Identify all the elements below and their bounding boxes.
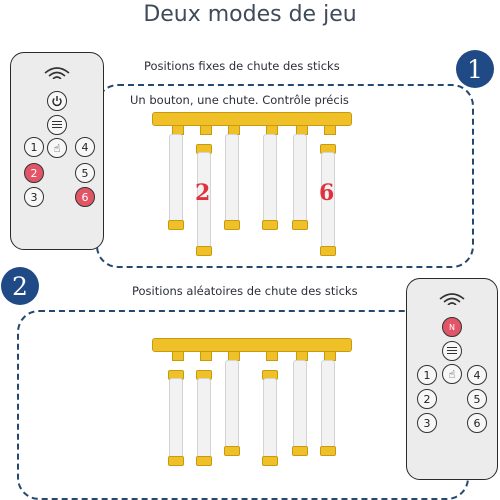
connector xyxy=(172,351,184,361)
remote1-button-5[interactable]: 5 xyxy=(75,163,95,183)
connector xyxy=(266,351,278,361)
remote-mode1: ☝ 1 4 2 5 3 6 xyxy=(10,52,104,250)
stick-cap xyxy=(196,246,212,256)
mode1-badge: 1 xyxy=(456,50,494,88)
hand-button[interactable]: ☝ xyxy=(47,138,67,158)
stick-assembly-mode2 xyxy=(150,338,355,468)
stick-cap xyxy=(168,220,184,230)
power-button[interactable] xyxy=(47,91,67,111)
page-title: Deux modes de jeu xyxy=(143,2,357,27)
stick-cap xyxy=(196,456,212,466)
stick xyxy=(293,134,307,222)
menu-icon xyxy=(443,346,461,355)
stick-cap xyxy=(320,246,336,256)
n-button[interactable]: N xyxy=(442,317,462,337)
mode1-subcaption: Un bouton, une chute. Contrôle précis xyxy=(128,93,351,107)
mode2-badge: 2 xyxy=(1,267,39,305)
stick-cap xyxy=(292,220,308,230)
menu-icon xyxy=(48,120,66,129)
rail-mode2 xyxy=(152,338,352,352)
stick-assembly-mode1: 2 6 xyxy=(150,112,355,262)
stick-cap xyxy=(168,456,184,466)
stick xyxy=(169,378,183,462)
menu-button[interactable] xyxy=(47,115,67,135)
stick xyxy=(169,134,183,222)
power-icon xyxy=(52,96,62,107)
stick xyxy=(197,378,211,462)
remote1-button-1[interactable]: 1 xyxy=(24,137,44,157)
remote2-button-4[interactable]: 4 xyxy=(467,365,487,385)
signal-icon xyxy=(44,67,70,79)
remote2-button-3[interactable]: 3 xyxy=(417,413,437,433)
stick xyxy=(321,360,335,450)
mode2-caption: Positions aléatoires de chute des sticks xyxy=(130,284,360,298)
stick-label-6: 6 xyxy=(319,180,335,206)
connector xyxy=(200,125,212,135)
remote2-button-2[interactable]: 2 xyxy=(417,389,437,409)
hand-button[interactable]: ☝ xyxy=(442,364,462,384)
stick xyxy=(225,360,239,450)
connector xyxy=(324,125,336,135)
remote1-button-2[interactable]: 2 xyxy=(24,163,44,183)
signal-icon xyxy=(439,293,465,305)
stick-cap xyxy=(292,446,308,456)
hand-icon: ☝ xyxy=(53,141,61,155)
stick xyxy=(263,378,277,462)
remote1-button-6[interactable]: 6 xyxy=(75,187,95,207)
hand-icon: ☝ xyxy=(448,367,456,381)
stick xyxy=(293,360,307,450)
remote2-button-1[interactable]: 1 xyxy=(417,365,437,385)
stick-cap xyxy=(262,220,278,230)
remote2-button-5[interactable]: 5 xyxy=(467,389,487,409)
rail-mode1 xyxy=(152,112,352,126)
stick-cap xyxy=(320,446,336,456)
stick xyxy=(225,134,239,222)
connector xyxy=(200,351,212,361)
remote-mode2: N ☝ 1 4 2 5 3 6 xyxy=(406,278,498,480)
stick-label-2: 2 xyxy=(195,180,211,206)
stick xyxy=(263,134,277,222)
stick-cap xyxy=(224,220,240,230)
stick-cap xyxy=(262,456,278,466)
menu-button[interactable] xyxy=(442,341,462,361)
mode1-caption: Positions fixes de chute des sticks xyxy=(142,59,342,73)
stick-cap xyxy=(224,446,240,456)
remote1-button-4[interactable]: 4 xyxy=(75,137,95,157)
remote1-button-3[interactable]: 3 xyxy=(24,187,44,207)
remote2-button-6[interactable]: 6 xyxy=(467,413,487,433)
